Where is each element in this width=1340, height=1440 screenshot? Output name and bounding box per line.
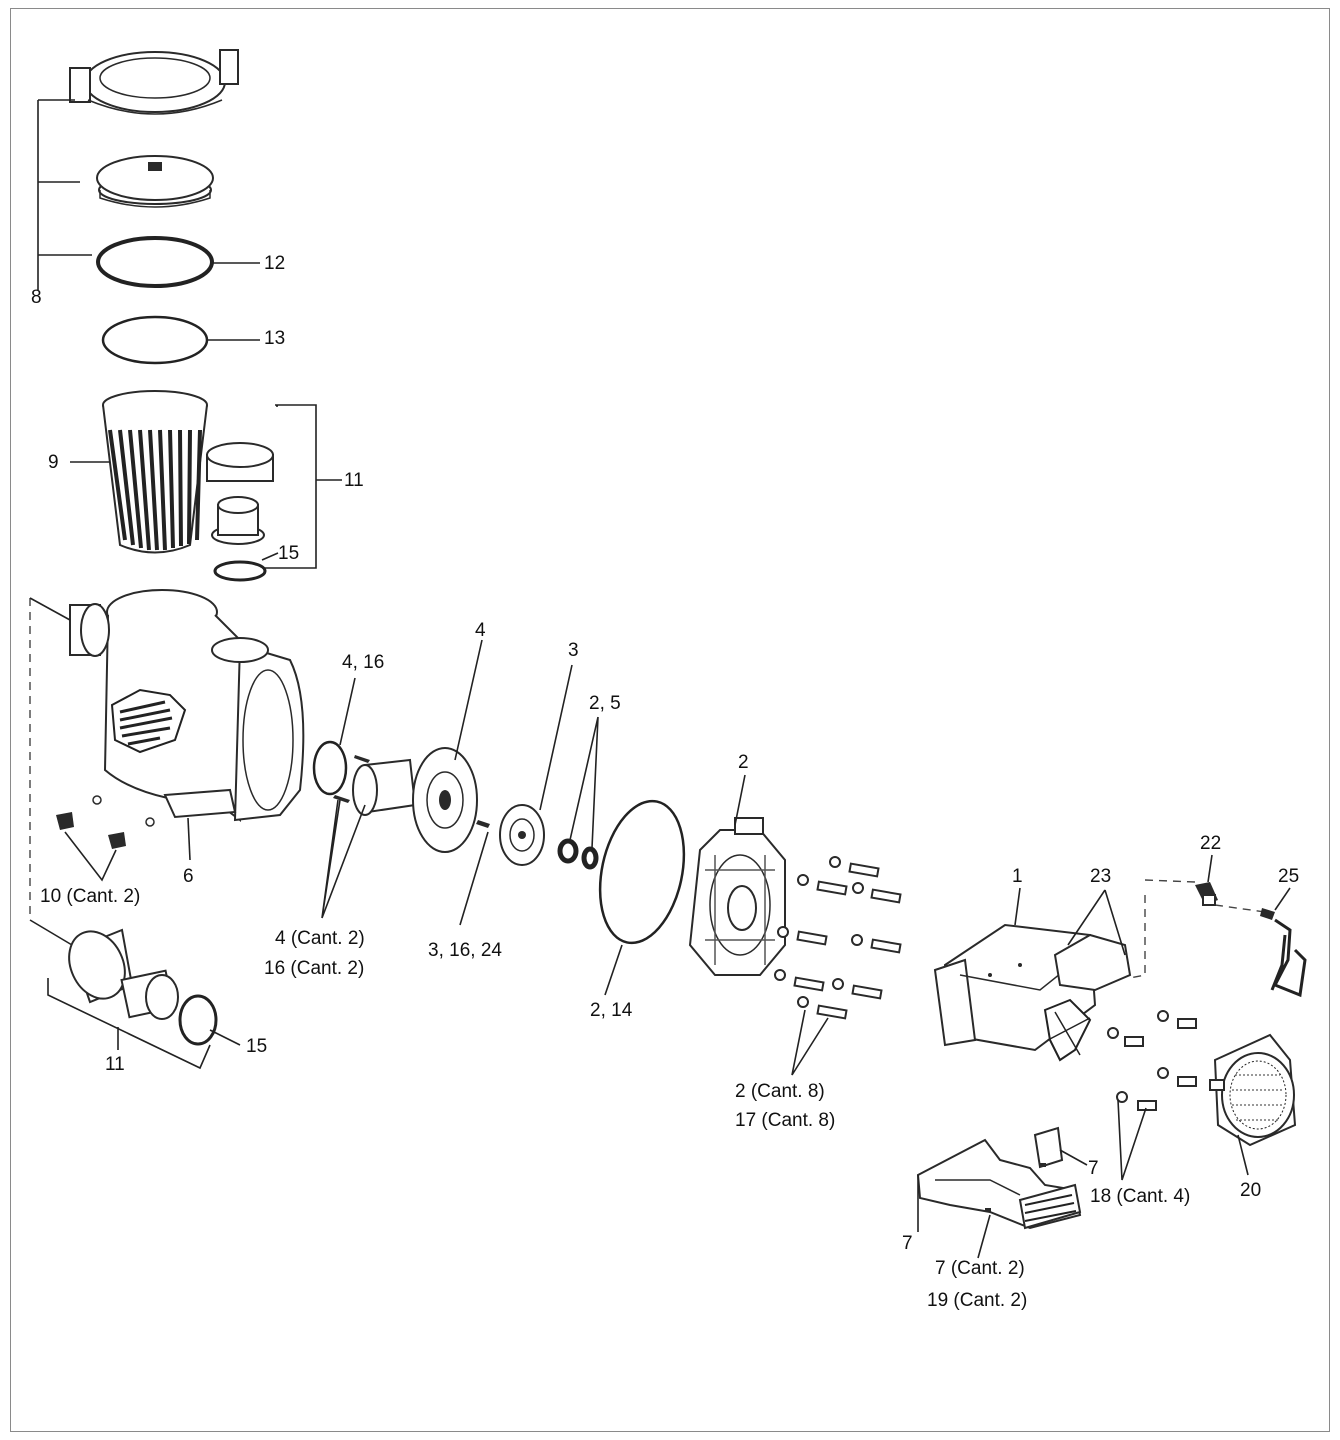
label-3: 3 (568, 640, 579, 661)
label-19-cant: 19 (Cant. 2) (927, 1290, 1028, 1311)
label-17-cant: 17 (Cant. 8) (735, 1110, 836, 1131)
label-16-cant: 16 (Cant. 2) (264, 958, 365, 979)
o-ring-icon (96, 236, 214, 288)
pump-housing-icon (69, 589, 305, 822)
impeller-icon (499, 804, 545, 866)
label-25: 25 (1278, 866, 1300, 887)
o-ring-icon (598, 799, 686, 945)
label-3-16-24: 3, 16, 24 (428, 940, 502, 961)
label-7-right: 7 (1088, 1158, 1099, 1179)
fitting-icon (1195, 882, 1218, 906)
o-ring-icon (101, 315, 209, 365)
union-fitting-icon (206, 442, 274, 582)
label-2-5: 2, 5 (589, 693, 621, 714)
cable-icon (1260, 908, 1307, 998)
label-7-left: 7 (902, 1233, 913, 1254)
label-7-cant: 7 (Cant. 2) (935, 1258, 1025, 1279)
seal-plate-icon (688, 817, 786, 976)
label-13: 13 (264, 328, 286, 349)
label-2-cant: 2 (Cant. 8) (735, 1081, 825, 1102)
label-20: 20 (1240, 1180, 1262, 1201)
label-2-14: 2, 14 (590, 1000, 633, 1021)
label-11-top: 11 (344, 470, 364, 491)
lid-ring-icon (69, 49, 239, 115)
label-9: 9 (48, 452, 59, 473)
label-6: 6 (183, 866, 194, 887)
o-ring-icon (312, 740, 348, 796)
strainer-basket-icon (102, 390, 208, 554)
fan-cover-icon (1209, 1033, 1297, 1147)
label-10-cant: 10 (Cant. 2) (40, 886, 141, 907)
label-11-bottom: 11 (105, 1054, 125, 1075)
label-4-cant: 4 (Cant. 2) (275, 928, 365, 949)
motor-base-icon (916, 1126, 1082, 1230)
label-15-top: 15 (278, 543, 300, 564)
union-fitting-icon (68, 928, 218, 1046)
bolt-icon (1107, 1010, 1197, 1111)
label-23: 23 (1090, 866, 1112, 887)
shaft-seal-icon (557, 838, 599, 870)
label-1: 1 (1012, 866, 1023, 887)
diagram-frame (10, 8, 1330, 1432)
label-8: 8 (31, 287, 42, 308)
label-15-bottom: 15 (246, 1036, 268, 1057)
lid-icon (96, 155, 214, 208)
label-2-top: 2 (738, 752, 749, 773)
label-4-16: 4, 16 (342, 652, 385, 673)
diffuser-icon (352, 747, 478, 853)
bolt-icon (774, 856, 902, 1020)
label-12: 12 (264, 253, 286, 274)
fitting-icon (56, 795, 155, 849)
label-4: 4 (475, 620, 486, 641)
label-18-cant: 18 (Cant. 4) (1090, 1186, 1191, 1207)
label-22: 22 (1200, 833, 1222, 854)
motor-icon (933, 923, 1132, 1062)
